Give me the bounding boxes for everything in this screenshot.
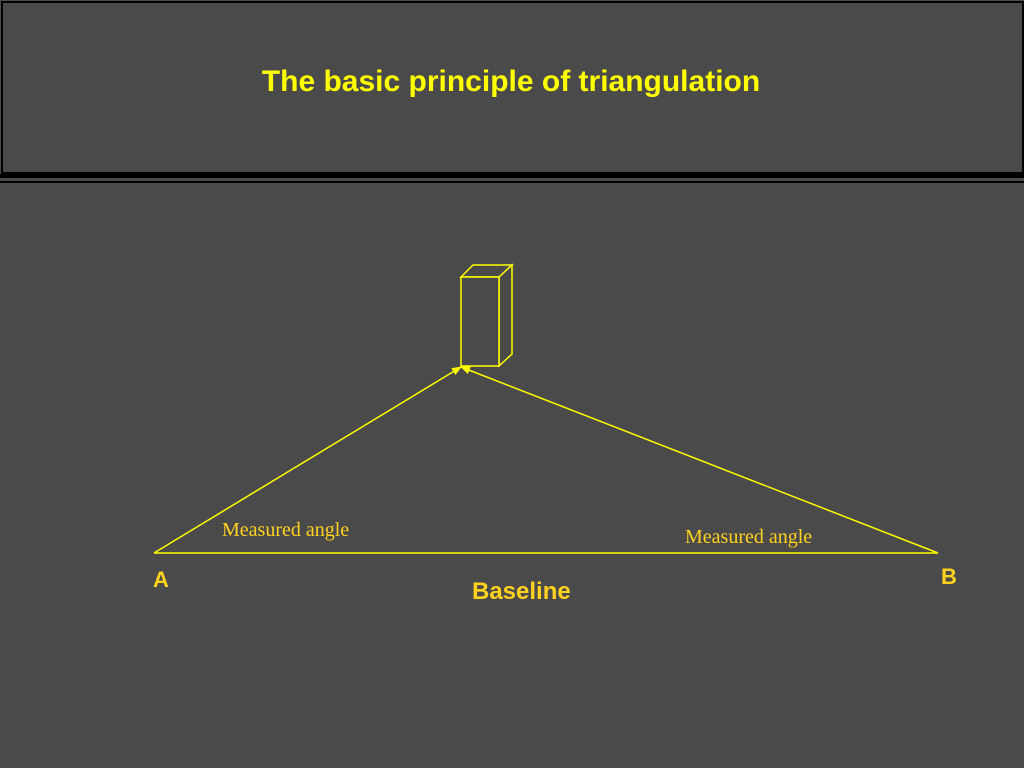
sight-line-b <box>460 366 939 554</box>
box-front-face <box>460 276 500 367</box>
point-b-label: B <box>941 564 957 589</box>
slide-title: The basic principle of triangulation <box>261 65 761 98</box>
right-angle-label: Measured angle <box>685 526 812 548</box>
box-side-face <box>498 263 513 368</box>
left-angle-label: Measured angle <box>222 519 349 541</box>
baseline-label: Baseline <box>472 578 571 605</box>
header-divider-thin <box>0 181 1024 183</box>
header-divider-thick <box>0 174 1024 178</box>
target-object-icon <box>459 263 514 368</box>
point-a-label: A <box>153 567 169 592</box>
sight-line-a <box>153 366 462 554</box>
title-box: The basic principle of triangulation <box>1 1 1024 174</box>
